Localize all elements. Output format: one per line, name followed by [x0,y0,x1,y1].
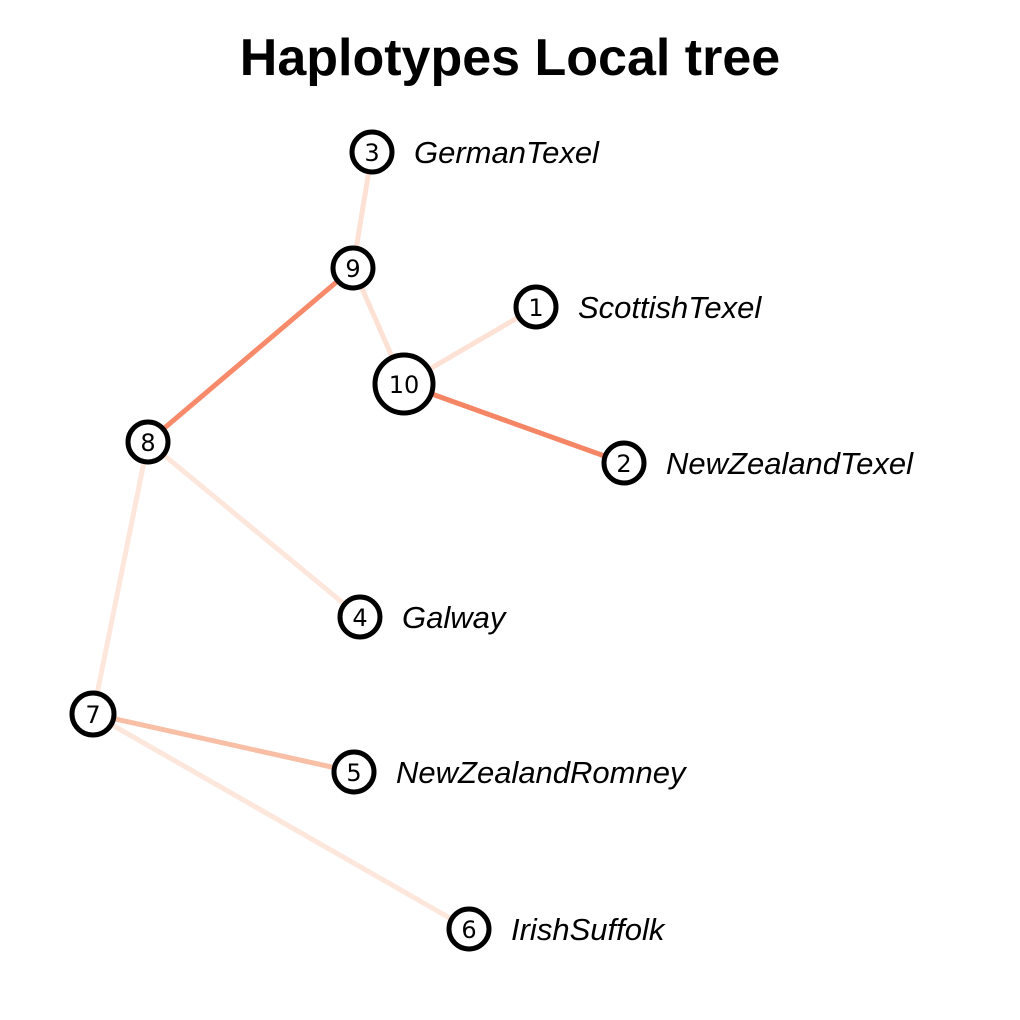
node-5: 5 NewZealandRomney [331,749,688,795]
edge-10-2 [403,381,625,466]
node-id-text: 8 [140,429,155,457]
node-label: NewZealandTexel [666,446,914,481]
node-1: 1 ScottishTexel [513,284,762,330]
edge-8-4 [146,440,362,619]
nodes-layer: 1 ScottishTexel 2 NewZealandTexel 3 GermanTex… [69,129,914,952]
node-id-text: 2 [616,450,631,478]
node-circle [446,906,492,952]
node-9: 9 [330,245,376,291]
node-label: Galway [402,600,508,635]
node-7: 7 [69,690,117,738]
node-circle [331,749,377,795]
edge-8-9 [146,266,355,444]
node-2: 2 NewZealandTexel [601,440,914,486]
node-id-text: 6 [461,916,476,944]
node-circle [337,594,383,640]
edge-8-7 [90,441,151,715]
node-4: 4 Galway [337,594,508,640]
node-label: IrishSuffolk [511,912,666,947]
node-label: NewZealandRomney [396,755,688,790]
node-circle [372,352,436,416]
node-label: GermanTexel [414,135,600,170]
node-8: 8 [125,419,171,465]
node-id-text: 10 [389,371,420,399]
node-circle [601,440,647,486]
node-id-text: 1 [528,294,543,322]
node-id-text: 7 [85,701,100,729]
node-id-text: 5 [346,759,361,787]
node-circle [330,245,376,291]
node-circle [513,284,559,330]
node-10: 10 [372,352,436,416]
edge-7-5 [92,711,355,775]
node-6: 6 IrishSuffolk [446,906,666,952]
node-id-text: 4 [352,604,367,632]
node-circle [349,129,395,175]
node-id-text: 9 [345,255,360,283]
node-label: ScottishTexel [578,290,762,325]
node-id-text: 3 [364,139,379,167]
node-circle [69,690,117,738]
node-3: 3 GermanTexel [349,129,600,175]
edge-7-6 [91,711,471,932]
diagram-title: Haplotypes Local tree [239,29,781,87]
node-circle [125,419,171,465]
